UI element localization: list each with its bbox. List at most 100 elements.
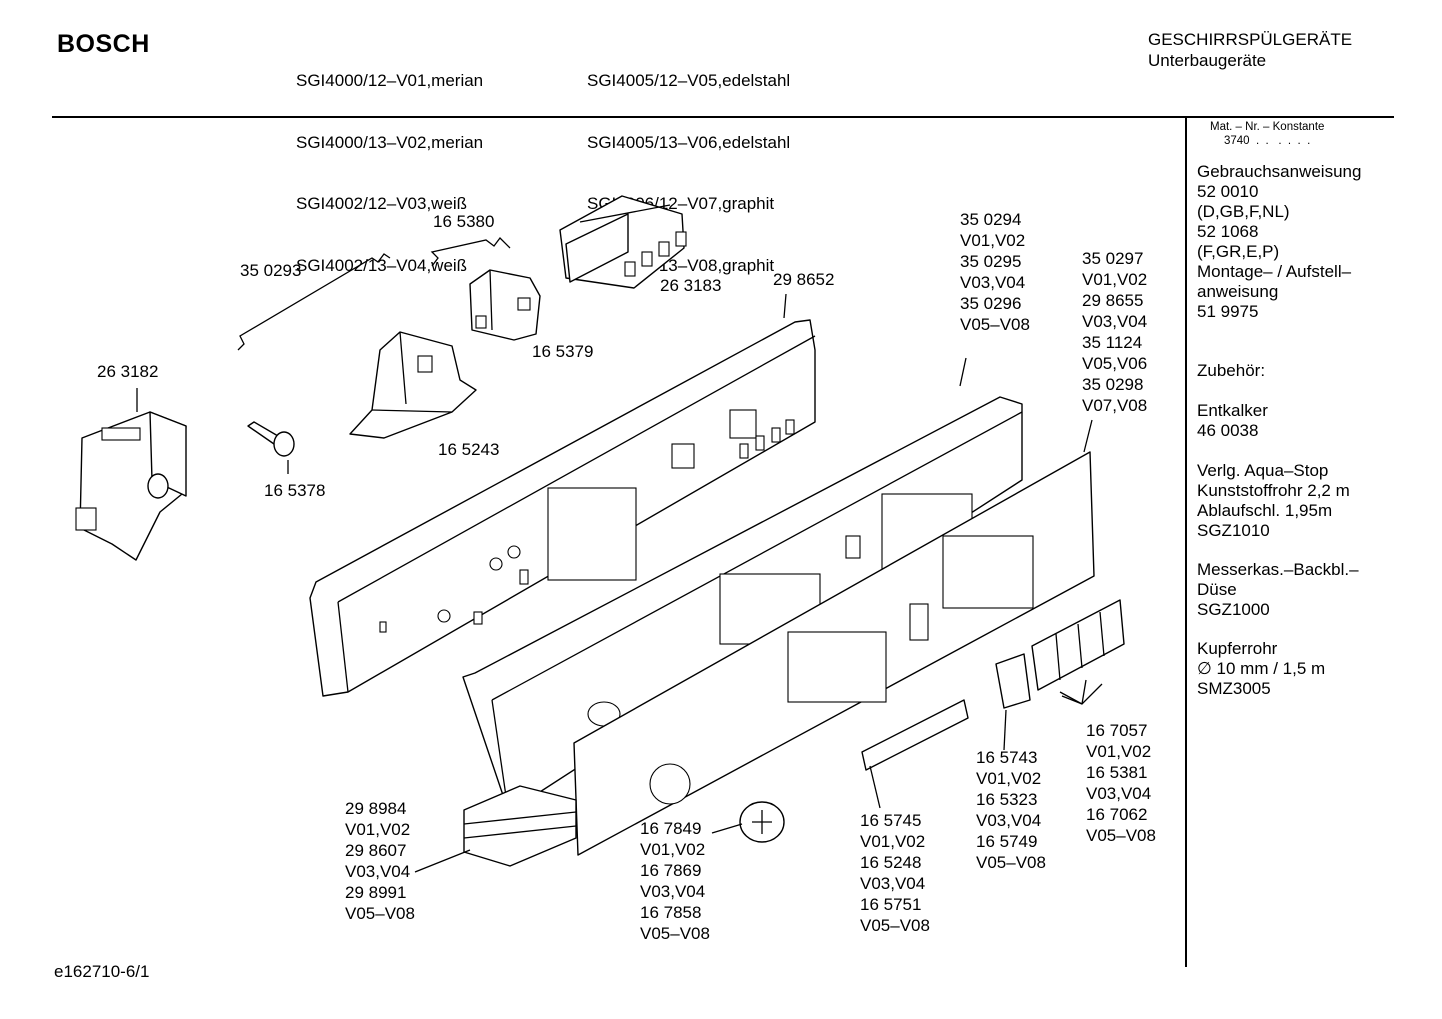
part-line: 16 5745	[860, 811, 922, 830]
accessory-item: Kupferrohr ∅ 10 mm / 1,5 m SMZ3005	[1197, 639, 1325, 699]
accessory-line: Ablaufschl. 1,95m	[1197, 501, 1333, 520]
part-line: 29 8984	[345, 799, 407, 818]
leader-line	[414, 849, 471, 873]
front-panel-part	[573, 451, 1095, 856]
accessory-line: Kunststoffrohr 2,2 m	[1197, 481, 1350, 500]
part-label-group: 35 0297 V01,V02 29 8655 V03,V04 35 1124 …	[1082, 248, 1147, 416]
model-line: SGI4002/12–V03,weiß	[296, 194, 468, 213]
part-line: V01,V02	[1086, 742, 1152, 761]
sidebar-divider	[1185, 117, 1187, 967]
part-line: 16 7062	[1086, 805, 1148, 824]
switch-block-part	[559, 195, 687, 289]
model-line: SGI4000/12–V01,merian	[296, 71, 484, 90]
part-line: 35 0298	[1082, 375, 1144, 394]
leader-line	[959, 357, 967, 387]
part-line: 35 0296	[960, 294, 1022, 313]
part-line: V03,V04	[1082, 312, 1148, 331]
part-label: 16 5378	[264, 481, 326, 500]
part-line: 16 5248	[860, 853, 922, 872]
doc-line: anweisung	[1197, 282, 1279, 301]
accessories-title: Zubehör:	[1197, 361, 1266, 380]
part-label-group: 16 5743 V01,V02 16 5323 V03,V04 16 5749 …	[976, 747, 1046, 873]
header-divider	[52, 116, 1394, 118]
housing-panel-part	[309, 319, 816, 697]
part-line: V05–V08	[860, 916, 930, 935]
part-line: V03,V04	[976, 811, 1042, 830]
doc-line: (F,GR,E,P)	[1197, 242, 1280, 261]
part-line: 16 5381	[1086, 763, 1148, 782]
part-line: 16 5743	[976, 748, 1038, 767]
leader-line	[869, 765, 881, 809]
part-line: V03,V04	[860, 874, 926, 893]
part-line: 35 0297	[1082, 249, 1144, 268]
accessory-line: Düse	[1197, 580, 1237, 599]
part-line: 16 7858	[640, 903, 702, 922]
button-part	[995, 653, 1031, 709]
part-line: 35 0294	[960, 210, 1022, 229]
part-line: V01,V02	[1082, 270, 1148, 289]
part-line: V03,V04	[960, 273, 1026, 292]
part-line: V01,V02	[976, 769, 1042, 788]
doc-line: 52 0010	[1197, 182, 1259, 201]
accessory-line: Verlg. Aqua–Stop	[1197, 461, 1329, 480]
accessory-item: Entkalker 46 0038	[1197, 401, 1268, 441]
part-line: 16 5749	[976, 832, 1038, 851]
accessory-item: Messerkas.–Backbl.– Düse SGZ1000	[1197, 560, 1359, 620]
part-label: 16 5379	[532, 342, 594, 361]
leader-line	[1083, 419, 1093, 453]
accessory-line: Entkalker	[1197, 401, 1268, 420]
part-line: V05–V08	[960, 315, 1030, 334]
part-label-group: 29 8984 V01,V02 29 8607 V03,V04 29 8991 …	[345, 798, 415, 924]
accessory-line: Messerkas.–Backbl.–	[1197, 560, 1359, 579]
base-strip-part	[463, 785, 577, 867]
doc-line: 52 1068	[1197, 222, 1259, 241]
relay-part	[469, 269, 541, 341]
brand-logo: BOSCH	[57, 30, 150, 58]
part-line: V05–V08	[640, 924, 710, 943]
part-line: V01,V02	[640, 840, 706, 859]
part-line: 29 8991	[345, 883, 407, 902]
leader-line	[1059, 691, 1083, 705]
part-label: 35 0293	[240, 261, 302, 280]
models-column-1: SGI4000/12–V01,merian SGI4000/13–V02,mer…	[296, 30, 483, 297]
material-number-label: Mat. – Nr. – Konstante	[1210, 121, 1325, 133]
part-line: V03,V04	[640, 882, 706, 901]
model-line: SGI4000/13–V02,merian	[296, 132, 484, 152]
accessory-line: SMZ3005	[1197, 679, 1271, 698]
accessory-line: SGZ1000	[1197, 600, 1270, 619]
material-number-block: Mat. – Nr. – Konstante 3740 . . . . . .	[1210, 120, 1324, 148]
part-line: V01,V02	[860, 832, 926, 851]
part-line: 16 7057	[1086, 721, 1148, 740]
doc-line: (D,GB,F,NL)	[1197, 202, 1290, 221]
part-line: 35 1124	[1082, 333, 1143, 352]
category-title: GESCHIRRSPÜLGERÄTE	[1148, 30, 1353, 49]
doc-line: Gebrauchsanweisung	[1197, 162, 1362, 181]
part-label: 26 3183	[660, 276, 722, 295]
knob-part	[739, 801, 785, 843]
part-label: 26 3182	[97, 362, 159, 381]
part-line: 29 8607	[345, 841, 407, 860]
models-column-2: SGI4005/12–V05,edelstahl SGI4005/13–V06,…	[587, 30, 790, 297]
part-line: V01,V02	[960, 231, 1026, 250]
category-header: GESCHIRRSPÜLGERÄTE Unterbaugeräte	[1148, 30, 1352, 71]
part-line: V05–V08	[1086, 826, 1156, 845]
part-line: 35 0295	[960, 252, 1022, 271]
accessory-item: Verlg. Aqua–Stop Kunststoffrohr 2,2 m Ab…	[1197, 461, 1350, 541]
part-line: 16 5751	[860, 895, 922, 914]
part-line: V05–V08	[976, 853, 1046, 872]
part-line: V03,V04	[1086, 784, 1152, 803]
part-line: 16 5323	[976, 790, 1038, 809]
button-group-part	[1031, 599, 1125, 691]
part-line: V03,V04	[345, 862, 411, 881]
accessory-line: SGZ1010	[1197, 521, 1270, 540]
part-line: 16 7869	[640, 861, 702, 880]
part-label-group: 16 7057 V01,V02 16 5381 V03,V04 16 7062 …	[1086, 720, 1156, 846]
part-line: 16 7849	[640, 819, 702, 838]
leader-line	[1003, 709, 1007, 751]
leader-line	[711, 823, 743, 834]
accessory-line: 46 0038	[1197, 421, 1259, 440]
leader-line	[1081, 679, 1087, 705]
part-label-group: 16 7849 V01,V02 16 7869 V03,V04 16 7858 …	[640, 818, 710, 944]
timer-part	[75, 411, 187, 561]
model-line: SGI4005/13–V06,edelstahl	[587, 132, 791, 152]
